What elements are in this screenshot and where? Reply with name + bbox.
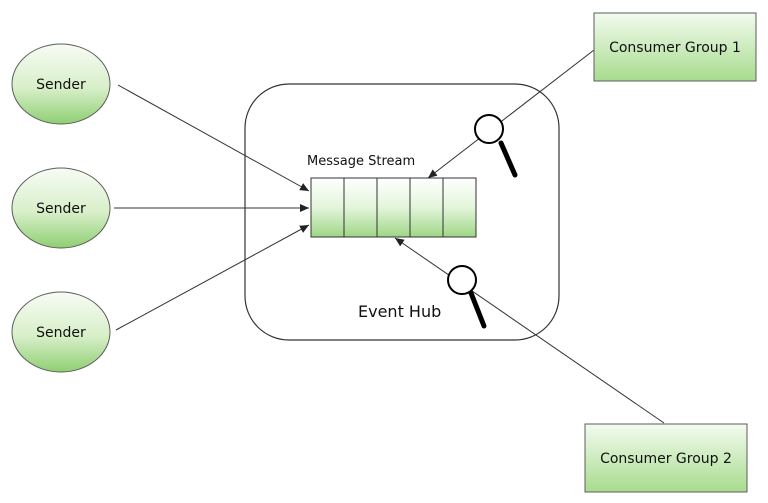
consumer-group-1-node: Consumer Group 1: [593, 12, 757, 82]
message-stream-cell: [310, 177, 345, 238]
message-stream-cell: [376, 177, 411, 238]
sender-node-1: Sender: [11, 43, 111, 125]
magnifier-icon: [447, 265, 487, 329]
consumer-group-1-arrow: [427, 49, 595, 179]
consumer-group-label: Consumer Group 1: [609, 40, 741, 56]
message-stream-cell: [409, 177, 444, 238]
message-stream-cell: [343, 177, 378, 238]
message-stream-label: Message Stream: [307, 154, 415, 169]
event-hub-label: Event Hub: [358, 302, 441, 321]
message-stream-cell: [442, 177, 477, 238]
message-stream: [310, 177, 477, 238]
sender-1-arrow: [117, 84, 310, 192]
sender-3-arrow: [115, 224, 310, 331]
sender-label: Sender: [36, 77, 86, 93]
sender-label: Sender: [36, 201, 86, 217]
consumer-group-2-node: Consumer Group 2: [584, 423, 748, 493]
sender-node-2: Sender: [11, 167, 111, 249]
consumer-group-2-arrow: [394, 237, 665, 424]
sender-label: Sender: [36, 325, 86, 341]
consumer-group-label: Consumer Group 2: [600, 451, 732, 467]
magnifier-icon: [474, 114, 518, 178]
sender-node-3: Sender: [11, 291, 111, 373]
